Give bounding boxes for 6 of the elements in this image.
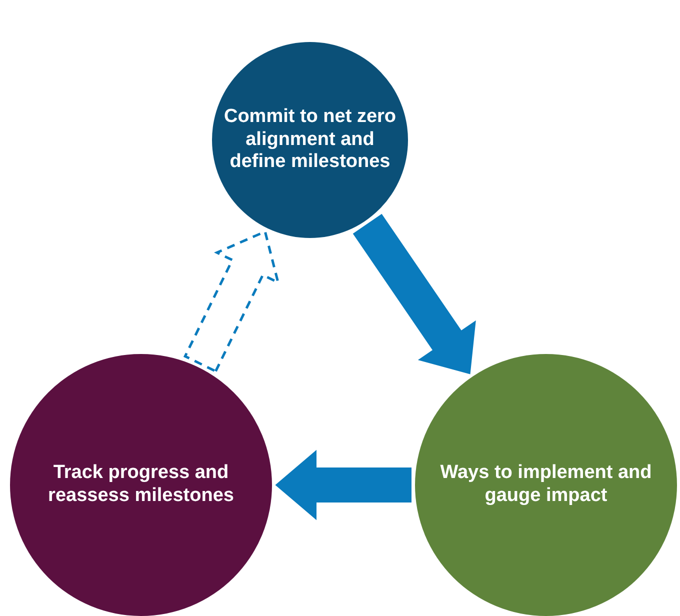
stage-label: Ways to implement and gauge impact (439, 462, 653, 508)
block-arrow (183, 230, 280, 373)
block-arrow (352, 214, 476, 374)
stage-label: Track progress and reassess milestones (47, 462, 235, 508)
stage-label: Commit to net zero alignment and define milestones (222, 106, 398, 174)
block-arrow (275, 450, 412, 520)
